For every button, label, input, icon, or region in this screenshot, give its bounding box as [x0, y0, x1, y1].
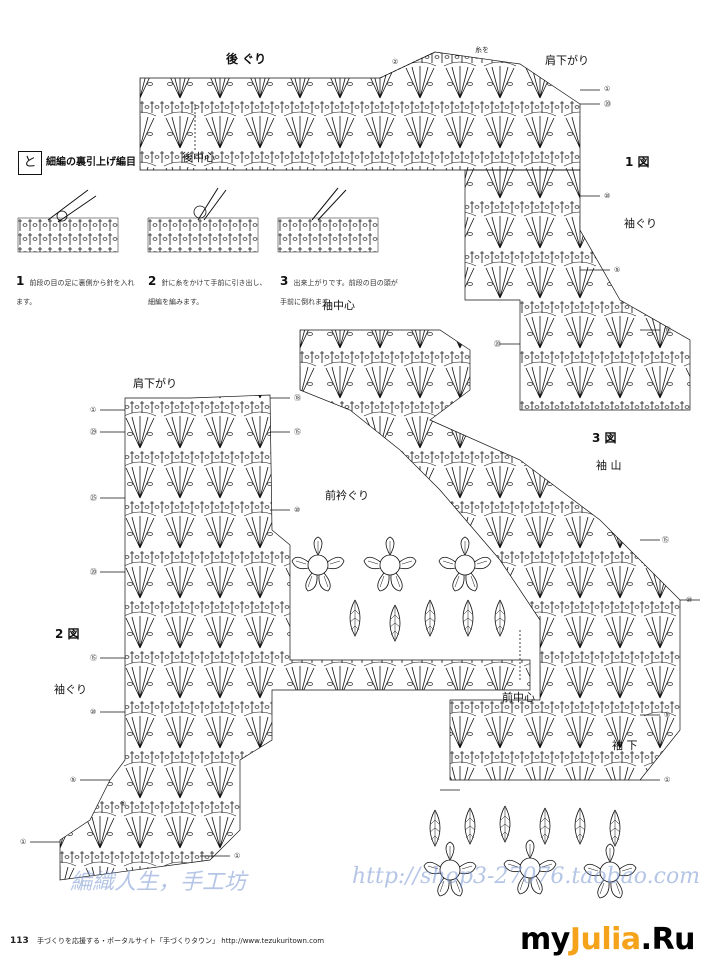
row-marker: ⑤	[120, 800, 127, 808]
back-neck-label: 後 ぐり	[226, 52, 267, 66]
row-marker: ⑮	[662, 536, 669, 544]
front-neck-label: 前衿ぐり	[325, 489, 369, 502]
watermark-right: http://shop3-27076.taobao.com	[352, 864, 701, 889]
front-center-label: 前中心	[502, 691, 535, 704]
row-marker: ①	[90, 406, 97, 414]
front-neck-flowers	[291, 536, 506, 642]
technique-illustrations	[17, 187, 379, 253]
technique-step-1: 1 前段の目の足に裏側から針を入れます。	[16, 270, 136, 308]
page-footer: 113 手づくりを応援する・ポータルサイト「手づくりタウン」 http://ww…	[10, 936, 324, 946]
row-marker: ①	[234, 852, 241, 860]
brand-mid: Julia	[569, 922, 641, 957]
technique-step-2: 2 針に糸をかけて手前に引き出し、細編を編みます。	[148, 270, 273, 308]
technique-title: 細編の裏引上げ編目	[46, 157, 136, 168]
fig3-label: 3 図	[592, 431, 617, 445]
sleeve-cap-label: 袖 山	[596, 459, 622, 472]
row-marker: ⑮	[294, 428, 301, 436]
armhole-2-label: 袖ぐり	[54, 683, 87, 696]
row-marker: ⑩	[604, 192, 611, 200]
row-marker: ⑩	[686, 596, 693, 604]
brand-logo: myJulia.Ru	[520, 922, 696, 957]
step-number: 3	[280, 274, 289, 288]
row-marker: ②	[392, 58, 399, 66]
footer-text: 手づくりを応援する・ポータルサイト「手づくりタウン」 http://www.te…	[37, 937, 325, 945]
row-marker: ⑤	[70, 776, 77, 784]
pickup-label: 糸を	[475, 46, 489, 54]
fig1-label: 1 図	[625, 155, 650, 169]
row-marker: ⑩	[90, 708, 97, 716]
step-number: 2	[148, 274, 157, 288]
step-text: 前段の目の足に裏側から針を入れます。	[16, 279, 135, 306]
brand-pre: my	[520, 922, 570, 957]
row-marker: ㉕	[90, 494, 97, 502]
row-marker: ⑤	[664, 711, 671, 719]
shoulder-left-label: 肩下がり	[133, 377, 177, 390]
shoulder-top-label: 肩下がり	[545, 54, 589, 67]
watermark-left: 編織人生，手工坊	[70, 870, 247, 895]
back-neck-chart	[139, 51, 581, 171]
row-marker: ①	[604, 85, 611, 93]
row-marker: ⑳	[494, 340, 501, 348]
row-marker: ①	[664, 776, 671, 784]
step-number: 1	[16, 274, 25, 288]
back-center-label: 後中心	[182, 151, 215, 164]
row-marker: ㉙	[90, 428, 97, 436]
technique-symbol: と	[18, 151, 42, 175]
fig2-chart	[59, 394, 531, 881]
step-text: 針に糸をかけて手前に引き出し、細編を編みます。	[148, 279, 267, 306]
row-marker: ①	[20, 838, 27, 846]
row-marker: ⑩	[294, 506, 301, 514]
brand-post: .Ru	[640, 922, 696, 957]
step-text: 出来上がりです。前段の目の頭が手前に倒れます。	[280, 279, 398, 306]
row-marker: ⑳	[90, 568, 97, 576]
fig1-chart	[464, 169, 691, 411]
sleeve-bottom-label: 袖 下	[612, 739, 638, 752]
armhole-1-label: 袖ぐり	[624, 217, 657, 230]
technique-step-3: 3 出来上がりです。前段の目の頭が手前に倒れます。	[280, 270, 400, 308]
sleeve-center-label: 袖中心	[322, 299, 355, 312]
row-marker: ⑳	[604, 100, 611, 108]
row-marker: ⑮	[90, 654, 97, 662]
row-arrows	[30, 89, 700, 857]
row-marker: ⑤	[614, 266, 621, 274]
page-number: 113	[10, 936, 29, 946]
row-marker: ⑱	[294, 394, 301, 402]
row-marker: ⑮	[664, 326, 671, 334]
fig2-label: 2 図	[55, 627, 80, 641]
